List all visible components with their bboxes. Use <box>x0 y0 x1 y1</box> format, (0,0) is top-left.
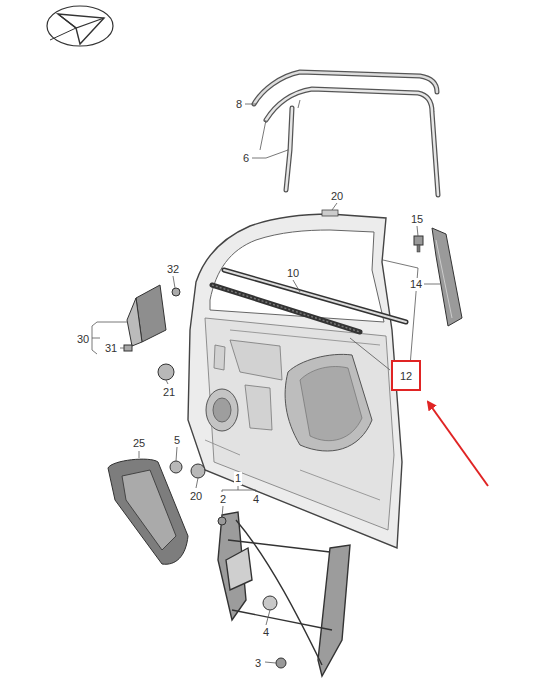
callout-number: 15 <box>410 213 424 226</box>
callout-number: 12 <box>400 370 412 382</box>
callout-number: 20 <box>330 190 344 203</box>
callout-number: 8 <box>235 98 243 111</box>
callout-number: 10 <box>286 267 300 280</box>
callout-number: 6 <box>242 152 250 165</box>
callout-number: 31 <box>104 342 118 355</box>
callout-number: 20 <box>189 490 203 503</box>
callout-number: 1 <box>234 472 242 485</box>
callout-number: 21 <box>162 386 176 399</box>
logo <box>47 6 113 46</box>
callout-number: 4 <box>262 626 270 639</box>
callout-number: 25 <box>132 437 146 450</box>
callout-number: 32 <box>166 263 180 276</box>
callout-number: 2 <box>219 493 227 506</box>
highlight-box: 12 <box>391 360 421 391</box>
callout-number: 30 <box>76 333 90 346</box>
callout-number: 4 <box>252 493 260 506</box>
callout-number: 14 <box>409 278 423 291</box>
callout-number: 3 <box>254 657 262 670</box>
callout-number: 5 <box>173 434 181 447</box>
